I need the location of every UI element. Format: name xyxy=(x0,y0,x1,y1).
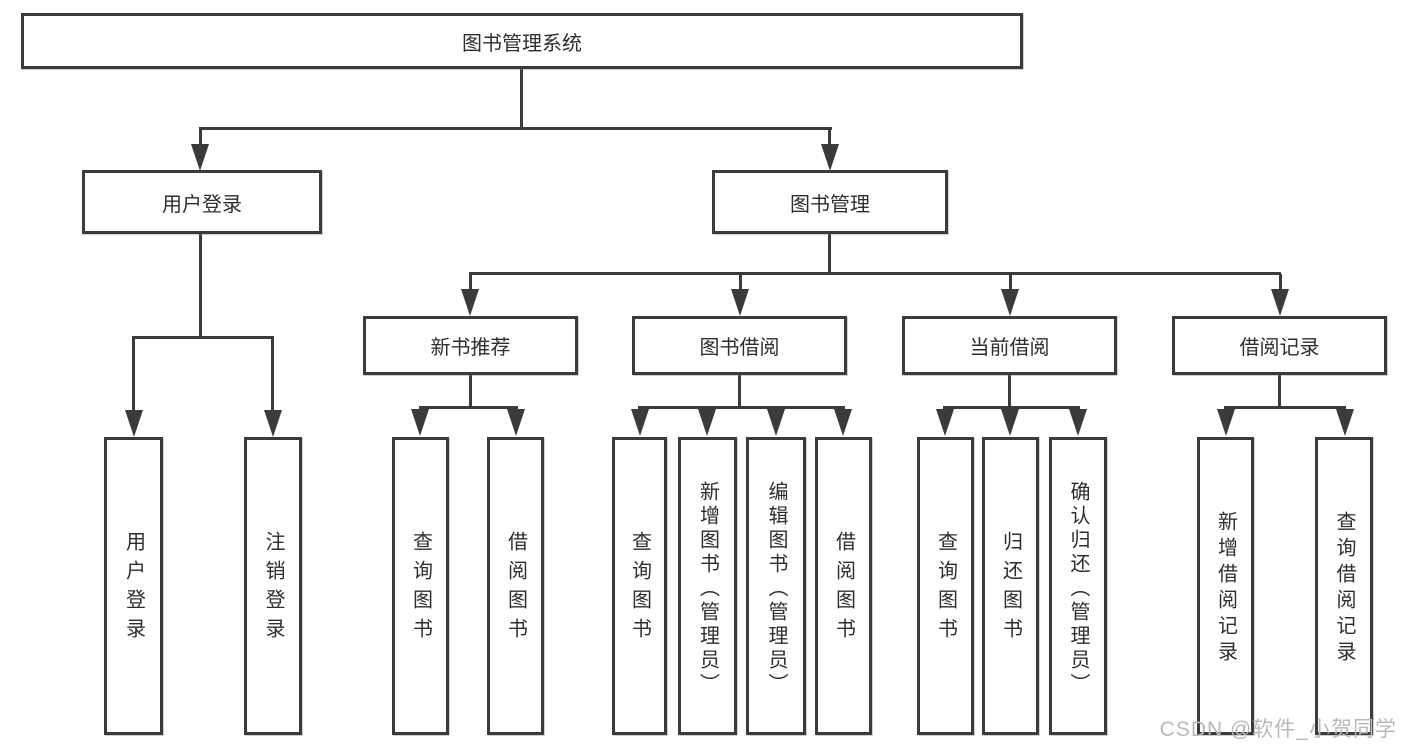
connector-stem-leaf-logout xyxy=(271,338,274,412)
arrow-to-borrow-books-2 xyxy=(834,409,852,436)
arrow-to-book-management xyxy=(821,144,839,171)
connector-level3-bar xyxy=(469,272,1281,275)
connector-user-login-bar xyxy=(132,336,274,339)
node-book-management: 图书管理 xyxy=(712,170,948,234)
connector-stem-user-login xyxy=(199,129,202,147)
connector-stem-current-borrow xyxy=(1009,274,1012,292)
leaf-confirm-return-admin: 确认归还（管理员） xyxy=(1049,437,1107,735)
arrow-to-query-books-2 xyxy=(631,409,649,436)
leaf-query-books-recommend: 查询图书 xyxy=(392,437,449,735)
connector-stem-new-book xyxy=(469,274,472,292)
leaf-user-login: 用户登录 xyxy=(104,437,163,735)
arrow-to-query-books-1 xyxy=(411,409,429,436)
connector-level2-bar xyxy=(199,127,832,130)
connector-stem-leaf-login xyxy=(132,338,135,412)
node-book-borrow: 图书借阅 xyxy=(632,316,847,375)
leaf-add-book-admin: 新增图书（管理员） xyxy=(678,437,737,735)
leaf-logout-login: 注销登录 xyxy=(244,437,302,735)
leaf-query-books-current: 查询图书 xyxy=(917,437,974,735)
connector-new-book-down xyxy=(469,375,472,409)
arrow-to-user-login xyxy=(191,144,209,171)
leaf-return-books: 归还图书 xyxy=(982,437,1039,735)
connector-book-management-down xyxy=(828,234,831,275)
arrow-to-confirm-return xyxy=(1069,409,1087,436)
connector-user-login-down xyxy=(199,234,202,338)
connector-current-borrow-down xyxy=(1008,375,1011,409)
node-root-system: 图书管理系统 xyxy=(21,13,1023,69)
node-new-book-recommend: 新书推荐 xyxy=(363,316,578,375)
connector-borrow-records-down xyxy=(1278,375,1281,409)
connector-book-borrow-bar xyxy=(638,406,845,409)
node-borrow-records: 借阅记录 xyxy=(1172,316,1387,375)
arrow-to-borrow-records xyxy=(1271,289,1289,316)
node-current-borrow: 当前借阅 xyxy=(902,316,1117,375)
arrow-to-return-books xyxy=(1001,409,1019,436)
arrow-to-add-book xyxy=(698,409,716,436)
arrow-to-current-borrow xyxy=(1001,289,1019,316)
arrow-to-borrow-books-1 xyxy=(507,409,525,436)
arrow-to-add-borrow-record xyxy=(1217,409,1235,436)
connector-borrow-records-bar xyxy=(1224,406,1346,409)
leaf-borrow-books-recommend: 借阅图书 xyxy=(487,437,544,735)
arrow-to-query-books-3 xyxy=(936,409,954,436)
node-user-login: 用户登录 xyxy=(82,170,322,234)
connector-stem-borrow-records xyxy=(1279,274,1282,292)
leaf-edit-book-admin: 编辑图书（管理员） xyxy=(746,437,806,735)
leaf-query-books-borrow: 查询图书 xyxy=(612,437,667,735)
arrow-to-book-borrow xyxy=(731,289,749,316)
arrow-to-new-book xyxy=(461,289,479,316)
connector-root-trunk xyxy=(520,69,523,130)
arrow-to-leaf-login xyxy=(125,410,143,437)
arrow-to-query-borrow-record xyxy=(1336,409,1354,436)
connector-stem-book-borrow xyxy=(739,274,742,292)
connector-new-book-bar xyxy=(419,406,518,409)
connector-book-borrow-down xyxy=(738,375,741,409)
leaf-borrow-books: 借阅图书 xyxy=(815,437,872,735)
arrow-to-leaf-logout xyxy=(264,410,282,437)
csdn-watermark: CSDN @软件_小贺同学 xyxy=(1159,718,1397,741)
leaf-query-borrow-record: 查询借阅记录 xyxy=(1315,437,1373,735)
connector-stem-book-management xyxy=(828,129,831,147)
leaf-add-borrow-record: 新增借阅记录 xyxy=(1197,437,1254,735)
connector-current-borrow-bar xyxy=(943,406,1080,409)
arrow-to-edit-book xyxy=(767,409,785,436)
